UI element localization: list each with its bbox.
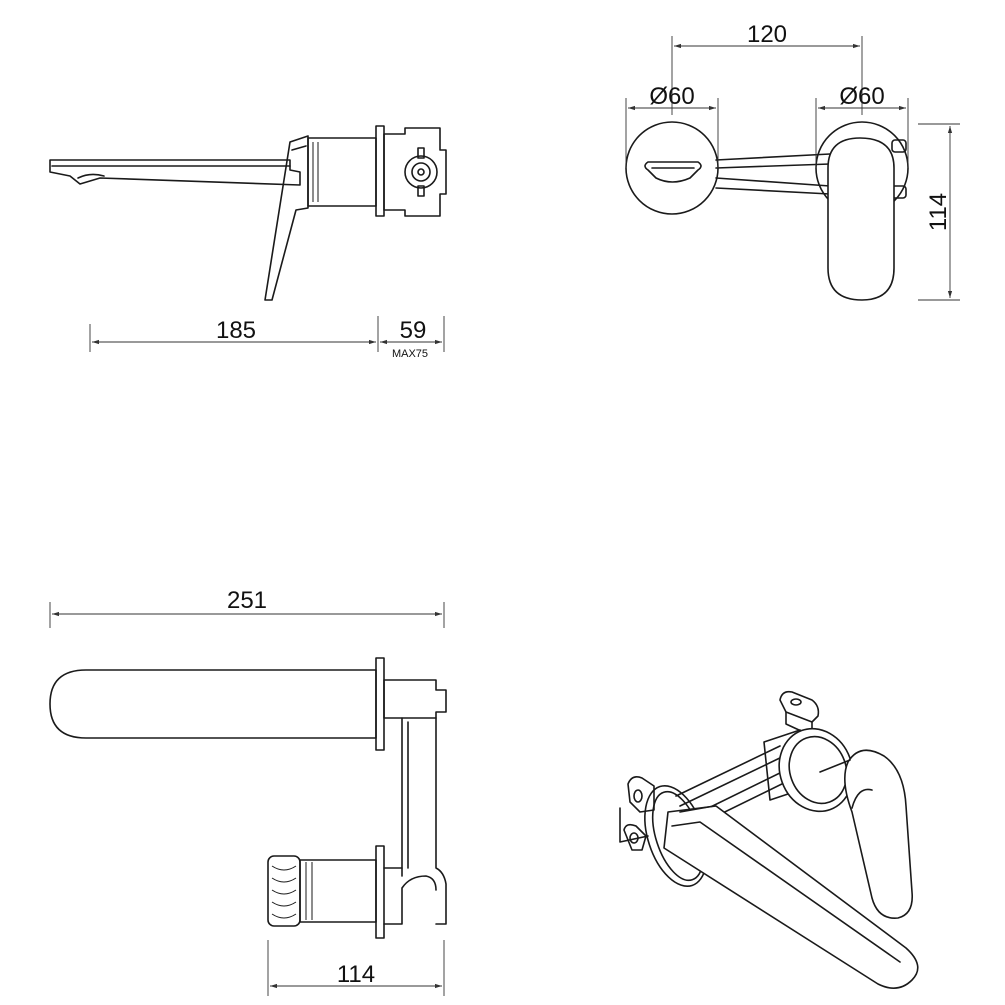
connecting-pipe-front [715,153,831,195]
handle-plate-diameter-label: Ø60 [839,83,884,110]
top-view-dimensions: 251 114 [49,587,445,996]
spout-iso [663,805,919,989]
spout-wall-bracket-iso [619,776,655,851]
cartridge-body-side [307,137,377,207]
body-depth-label: 59 [400,317,427,344]
lever-iso [819,749,914,919]
overall-length-label: 251 [227,587,267,614]
wall-flange-side [375,125,385,217]
isometric-view [619,690,919,989]
spout-top [49,669,377,739]
spout-plate-diameter-label: Ø60 [649,83,694,110]
handle-plate-iso [778,727,854,813]
spout-side [49,159,301,186]
front-view-dimensions: 120 Ø60 Ø60 114 [625,21,960,301]
lever-side [264,135,309,301]
side-view: 185 59 MAX75 [49,125,447,360]
upper-flange-top [375,657,385,751]
handle-top [267,855,377,927]
spout-plate-front [625,121,719,215]
valve-body-side [383,127,447,217]
max-depth-label: MAX75 [392,348,428,360]
handle-front [815,121,909,301]
valve-body-top [383,679,447,925]
spout-length-label: 185 [216,317,256,344]
front-view: 120 Ø60 Ø60 114 [625,21,960,301]
handle-offset-label: 114 [337,961,375,988]
height-label: 114 [925,193,952,231]
side-view-dimensions: 185 59 MAX75 [89,316,445,360]
lower-flange-top [375,845,385,939]
centres-label: 120 [747,21,787,48]
top-view: 251 114 [49,587,447,996]
